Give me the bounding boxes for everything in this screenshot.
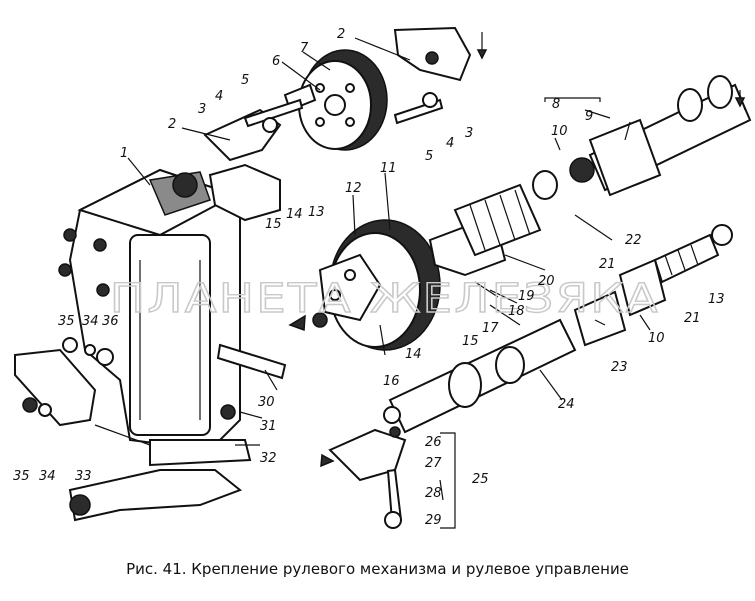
- callout-label: 35: [13, 469, 30, 484]
- callout-label: 10: [551, 124, 568, 139]
- callout-label: 33: [75, 469, 92, 484]
- callout-label: 14: [286, 207, 303, 222]
- callout-label: 7: [300, 41, 309, 56]
- callout-label: 18: [508, 304, 525, 319]
- steering-gear-housing: [58, 163, 281, 452]
- callout-label: 11: [380, 161, 397, 176]
- bolts-group: [62, 337, 287, 380]
- callout-label: 3: [198, 102, 206, 117]
- lower-joint-clamp: [328, 406, 407, 529]
- upper-steering-shaft: [588, 75, 752, 197]
- lower-shaft-parts: [388, 224, 733, 434]
- direction-arrows: [288, 32, 746, 468]
- callout-label: 13: [708, 292, 725, 307]
- figure-caption: Рис. 41. Крепление рулевого механизма и …: [126, 560, 629, 578]
- callout-label: 32: [260, 451, 277, 466]
- callout-label: 34: [39, 469, 56, 484]
- callout-label: 15: [462, 334, 479, 349]
- callout-label: 28: [425, 486, 442, 501]
- callout-label: 8: [552, 97, 560, 112]
- callout-label: 23: [611, 360, 628, 375]
- callout-label: 36: [102, 314, 119, 329]
- callout-label: 14: [405, 347, 422, 362]
- callout-label: 31: [260, 419, 277, 434]
- callout-bracket: [440, 97, 601, 529]
- universal-joint-flange: [312, 219, 507, 356]
- callout-label: 12: [345, 181, 362, 196]
- callout-label: 20: [538, 274, 555, 289]
- callout-label: 5: [425, 149, 433, 164]
- callout-label: 6: [272, 54, 280, 69]
- callout-label: 26: [425, 435, 442, 450]
- callout-label: 21: [599, 257, 616, 272]
- callout-label: 1: [120, 146, 128, 161]
- leader-lines: [127, 37, 651, 501]
- pitman-arm: [14, 348, 252, 522]
- callout-labels: 1 2 2 3 3 4 4 5 5 6 7 8 9 10 10 11 12 13…: [13, 27, 725, 528]
- callout-label: 4: [215, 89, 223, 104]
- callout-label: 5: [241, 73, 249, 88]
- callout-label: 17: [482, 321, 499, 336]
- callout-label: 21: [684, 311, 701, 326]
- callout-label: 30: [258, 395, 275, 410]
- callout-label: 25: [472, 472, 489, 487]
- callout-label: 4: [446, 136, 454, 151]
- callout-label: 15: [265, 217, 282, 232]
- callout-label: 16: [383, 374, 400, 389]
- callout-label: 3: [465, 126, 473, 141]
- callout-label: 24: [558, 397, 575, 412]
- callout-label: 35: [58, 314, 75, 329]
- callout-label: 27: [425, 456, 442, 471]
- callout-label: 9: [585, 109, 593, 124]
- callout-label: 2: [337, 27, 345, 42]
- callout-label: 22: [625, 233, 642, 248]
- callout-label: 10: [648, 331, 665, 346]
- callout-label: 34: [82, 314, 99, 329]
- callout-label: 13: [308, 205, 325, 220]
- watermark: ПЛАНЕТА ЖЕЛЕЗЯКА: [110, 276, 660, 322]
- callout-label: 29: [425, 513, 442, 528]
- callout-label: 19: [518, 289, 535, 304]
- flexible-coupling: [203, 26, 472, 162]
- callout-label: 2: [168, 117, 176, 132]
- spring-boot: [453, 157, 595, 257]
